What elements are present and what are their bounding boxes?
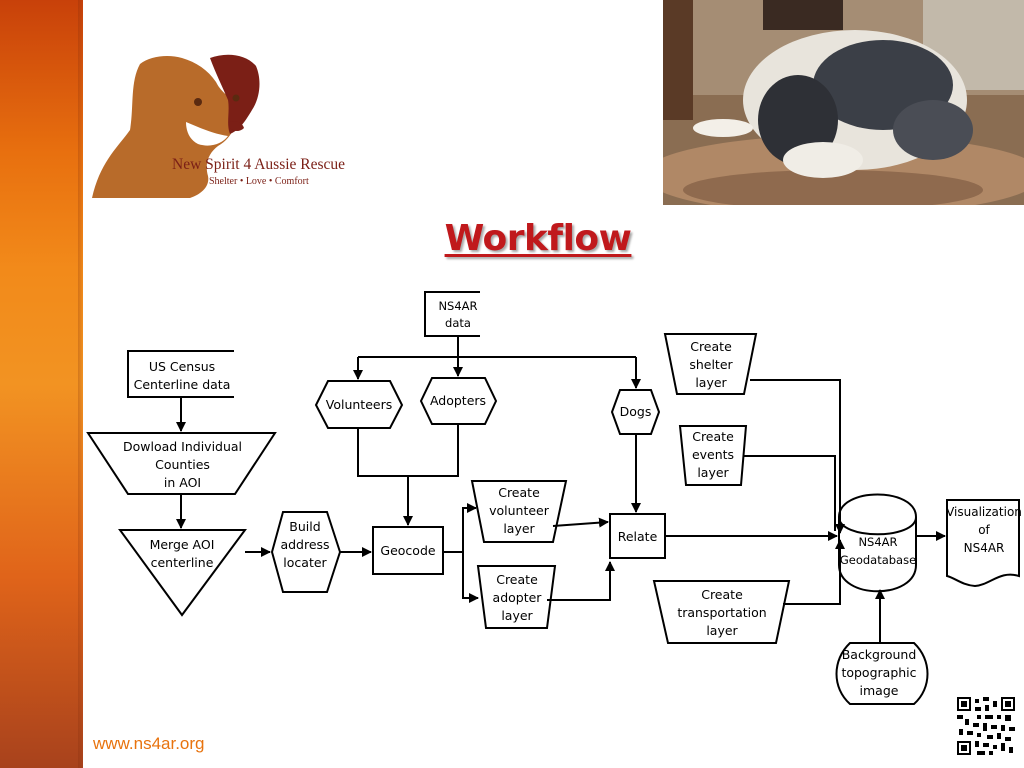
create-volunteer-layer-shape (470, 480, 568, 543)
build-locater-shape (270, 511, 342, 593)
create-adopter-layer-shape (476, 565, 557, 629)
website-link[interactable]: www.ns4ar.org (93, 734, 205, 753)
node-geodatabase: NS4AR Geodatabase (839, 535, 917, 567)
create-shelter-layer-shape (663, 333, 758, 395)
node-merge-aoi: Merge AOI centerline (149, 537, 215, 570)
node-geocode: Geocode (380, 543, 436, 558)
geodatabase-shape (838, 493, 917, 593)
node-create-transportation-layer: Create transportation layer (677, 587, 767, 638)
node-volunteers: Volunteers (325, 397, 393, 412)
node-relate: Relate (617, 529, 658, 544)
logo-name: New Spirit 4 Aussie Rescue (172, 156, 346, 173)
node-dogs: Dogs (619, 404, 652, 419)
create-transportation-layer-shape (652, 580, 791, 644)
background-topo-shape (835, 642, 929, 705)
node-download-counties: Dowload Individual Counties in AOI (122, 439, 243, 490)
node-create-volunteer-layer: Create volunteer layer (489, 485, 549, 536)
node-create-adopter-layer: Create adopter layer (492, 572, 542, 623)
dogs-shape (610, 389, 661, 435)
dog-photo-icon (663, 0, 1024, 205)
visualization-shape (946, 499, 1020, 588)
node-ns4ar-data: NS4AR data (438, 299, 478, 330)
qr-code-icon (957, 697, 1015, 755)
slide-title: Workflow (444, 218, 632, 259)
merge-aoi-shape (118, 529, 247, 617)
relate-shape (609, 513, 666, 559)
node-build-locater: Build address locater (280, 519, 330, 570)
adopters-shape (419, 377, 498, 425)
create-events-layer-shape (678, 425, 748, 486)
sidebar-edge (78, 0, 83, 768)
download-counties-shape (86, 432, 277, 495)
geocode-shape (372, 526, 444, 575)
logo-tagline: Shelter • Love • Comfort (209, 176, 309, 187)
node-create-events-layer: Create events layer (691, 429, 735, 480)
node-us-census: US Census Centerline data (133, 359, 231, 392)
volunteers-shape (314, 380, 404, 429)
orange-sidebar (0, 0, 83, 768)
node-background-topo: Background topographic image (841, 647, 917, 698)
node-visualization: Visualization of NS4AR (946, 505, 1022, 555)
node-adopters: Adopters (429, 393, 487, 408)
logo-dog-icon (92, 54, 260, 198)
node-create-shelter-layer: Create shelter layer (689, 339, 733, 390)
